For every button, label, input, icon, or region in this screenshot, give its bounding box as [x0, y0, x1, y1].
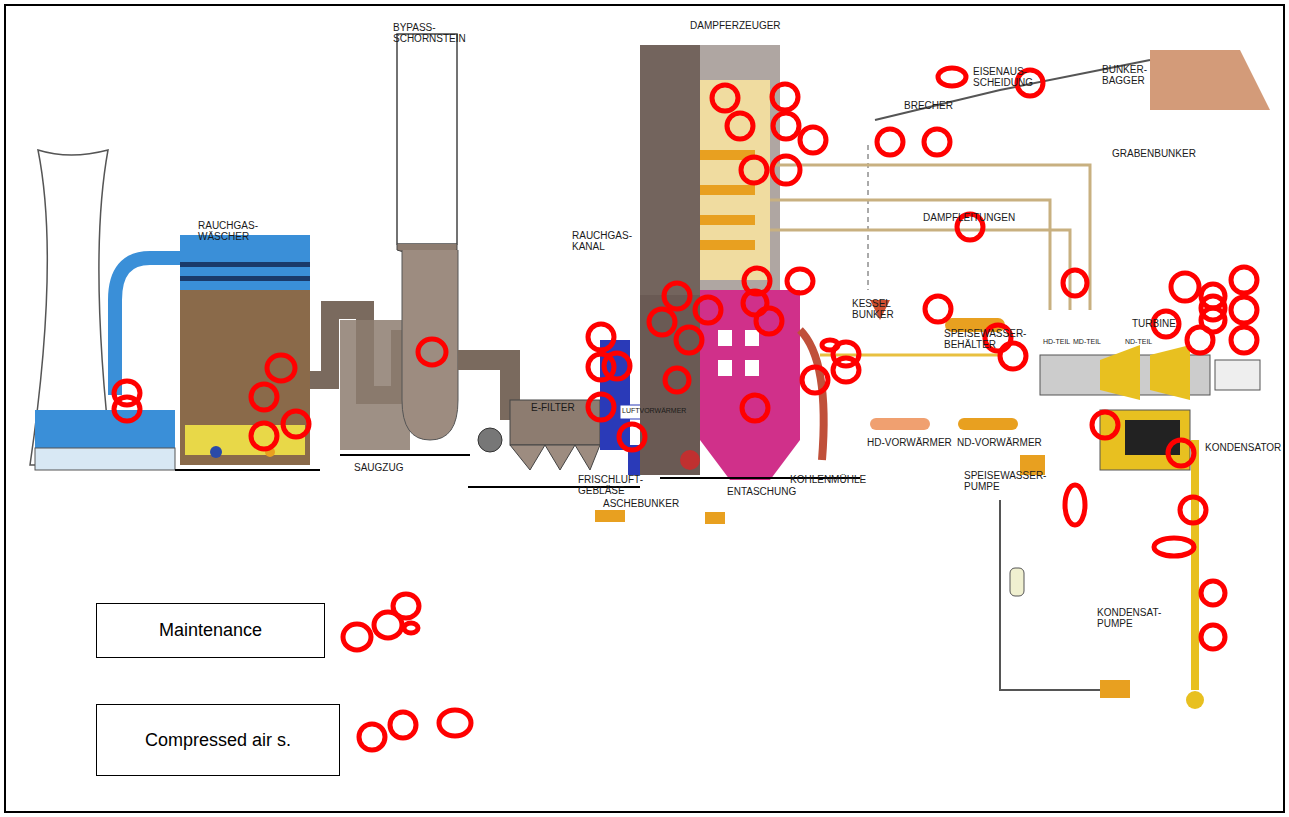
part-label: KESSEL BUNKER — [852, 298, 900, 320]
part-label: ND-VORWÄRMER — [957, 437, 1042, 448]
part-label: BUNKER- BAGGER — [1102, 64, 1157, 86]
part-label: LUFTVORWÄRMER — [622, 407, 672, 415]
part-label: ASCHEBUNKER — [603, 498, 683, 509]
area-name: Maintenance — [159, 620, 262, 641]
part-label: SPEISEWASSER- PUMPE — [964, 470, 1044, 492]
area-name: Compressed air s. — [145, 730, 291, 751]
part-label: ND-TEIL — [1125, 338, 1155, 346]
area-box: Compressed air s. — [96, 704, 340, 776]
part-label: GRABENBUNKER — [1112, 148, 1212, 159]
part-label: FRISCHLUFT- GEBLÄSE — [578, 474, 658, 496]
part-label: DAMPFLEITUNGEN — [923, 212, 1023, 223]
part-label: DAMPFERZEUGER — [690, 20, 800, 31]
part-label: SAUGZUG — [354, 462, 434, 473]
part-label: BRECHER — [904, 100, 964, 111]
part-label: KONDENSAT- PUMPE — [1097, 607, 1163, 629]
part-label: KONDENSATOR — [1205, 442, 1285, 453]
part-label: E-FILTER — [531, 402, 591, 413]
part-label: SPEISEWASSER- BEHÄLTER — [944, 328, 1024, 350]
part-label: TURBINE — [1132, 318, 1192, 329]
part-label: RAUCHGAS- WÄSCHER — [198, 220, 268, 242]
area-box: Maintenance — [96, 603, 325, 658]
part-label: HD-TEIL — [1043, 338, 1073, 346]
part-label: RAUCHGAS- KANAL — [572, 230, 634, 252]
part-label: EISENAUS- SCHEIDUNG — [973, 66, 1039, 88]
part-label: KOHLENMÜHLE — [790, 474, 870, 485]
part-label: HD-VORWÄRMER — [867, 437, 952, 448]
part-label: BYPASS- SCHORNSTEIN — [393, 22, 483, 44]
part-label: MD-TEIL — [1073, 338, 1103, 346]
part-label: ENTASCHUNG — [727, 486, 807, 497]
